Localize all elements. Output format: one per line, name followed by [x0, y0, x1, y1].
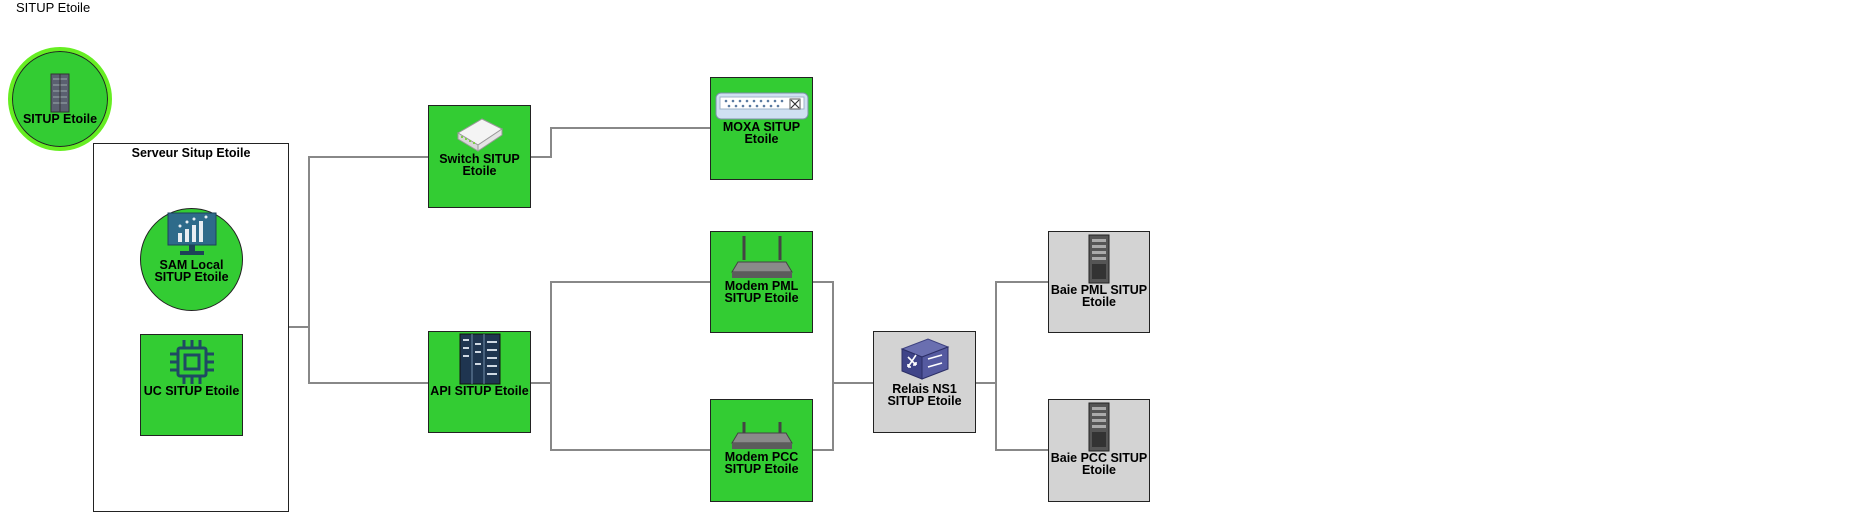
network-switch-icon [456, 118, 503, 152]
link-relais-baie-pml [995, 281, 1048, 383]
serial-device-server-icon [715, 92, 808, 120]
node-modem-pml-label: Modem PML SITUP Etoile [724, 279, 799, 305]
link-server-switch [289, 156, 428, 328]
server-tower-icon [1088, 402, 1110, 452]
page-title: SITUP Etoile [16, 0, 91, 15]
node-switch[interactable]: Switch SITUP Etoile [428, 105, 531, 208]
node-switch-label: Switch SITUP Etoile [439, 152, 520, 178]
node-api-label: API SITUP Etoile [430, 384, 529, 398]
server-tower-icon [1088, 234, 1110, 284]
node-baie-pcc-label: Baie PCC SITUP Etoile [1050, 451, 1148, 477]
node-baie-pml-label: Baie PML SITUP Etoile [1050, 283, 1148, 309]
node-moxa[interactable]: MOXA SITUP Etoile [710, 77, 813, 180]
node-baie-pml[interactable]: Baie PML SITUP Etoile [1048, 231, 1150, 333]
node-relais-label: Relais NS1 SITUP Etoile [887, 382, 962, 408]
plc-rack-icon [459, 333, 500, 385]
node-sam-local[interactable]: SAM Local SITUP Etoile [140, 208, 243, 311]
link-modem-pcc-relais [813, 383, 834, 451]
cpu-chip-icon [169, 340, 214, 384]
node-baie-pcc[interactable]: Baie PCC SITUP Etoile [1048, 399, 1150, 502]
monitor-chart-icon [167, 212, 216, 255]
node-modem-pcc[interactable]: Modem PCC SITUP Etoile [710, 399, 813, 502]
node-modem-pml[interactable]: Modem PML SITUP Etoile [710, 231, 813, 333]
router-antenna-icon [730, 236, 793, 278]
link-relais-baie-pcc [995, 383, 1048, 451]
link-modem-pml-relais [813, 281, 873, 384]
node-sam-local-label: SAM Local SITUP Etoile [154, 258, 229, 284]
layer3-switch-icon [900, 338, 949, 380]
node-relais-ns1[interactable]: Relais NS1 SITUP Etoile [873, 331, 976, 433]
legend-node-label: SITUP Etoile [22, 112, 98, 126]
link-api-modem-pml [550, 281, 710, 383]
link-server-api [308, 327, 428, 384]
router-antenna-icon [730, 422, 793, 449]
node-uc[interactable]: UC SITUP Etoile [140, 334, 243, 436]
server-rack-icon [50, 73, 70, 113]
server-group-container[interactable]: Serveur Situp Etoile [93, 143, 289, 512]
server-group-title: Serveur Situp Etoile [131, 146, 251, 160]
link-switch-moxa [531, 127, 710, 158]
node-moxa-label: MOXA SITUP Etoile [722, 120, 801, 146]
node-api[interactable]: API SITUP Etoile [428, 331, 531, 433]
node-modem-pcc-label: Modem PCC SITUP Etoile [724, 450, 799, 476]
node-uc-label: UC SITUP Etoile [143, 384, 240, 398]
legend-node-situp-etoile[interactable]: SITUP Etoile [8, 47, 112, 151]
link-api-modem-pcc [550, 383, 710, 451]
